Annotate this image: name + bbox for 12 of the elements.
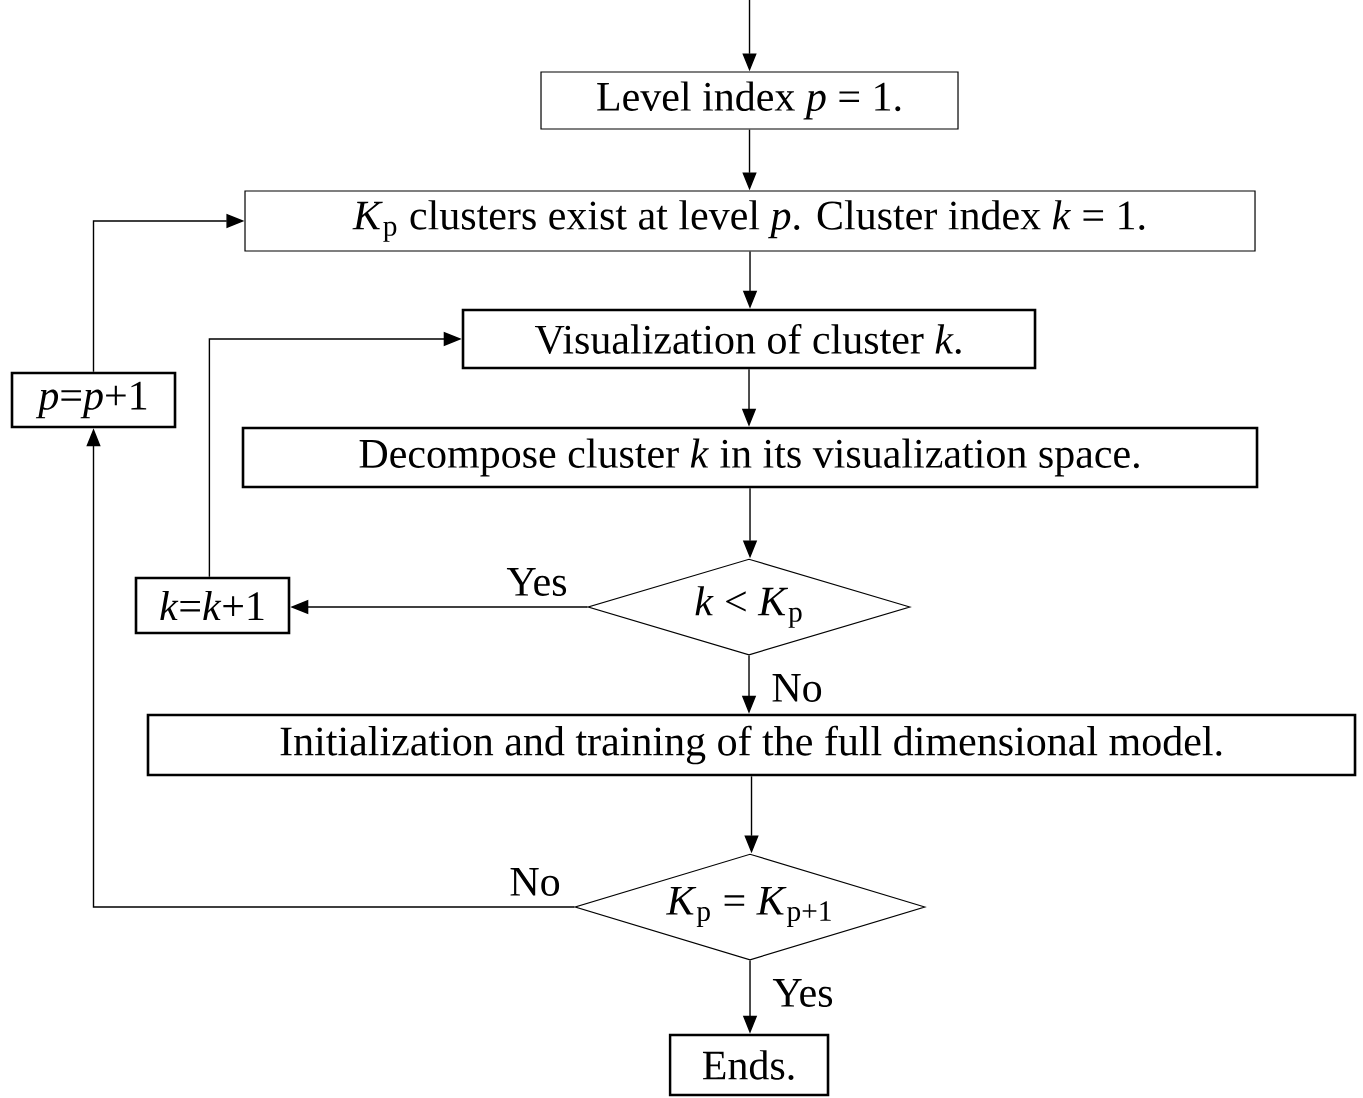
- edge-label: Yes: [770, 977, 836, 1009]
- edge-label: Yes: [504, 566, 570, 598]
- process-box: p=p+1: [10, 371, 177, 429]
- process-box: Decompose cluster k in its visualization space.: [241, 426, 1259, 489]
- edge-label: No: [769, 672, 825, 704]
- process-box: K$_{p}$ clusters exist at level p. Cluster index k = 1.: [244, 190, 1256, 252]
- edge-label: No: [507, 866, 563, 898]
- process-box: Initialization and training of the full dimensional model.: [146, 713, 1357, 777]
- process-box: k=k+1: [134, 576, 291, 635]
- process-box: Visualization of cluster k.: [461, 308, 1037, 370]
- process-box: Level index p = 1.: [540, 71, 959, 130]
- process-box: Ends.: [668, 1033, 830, 1097]
